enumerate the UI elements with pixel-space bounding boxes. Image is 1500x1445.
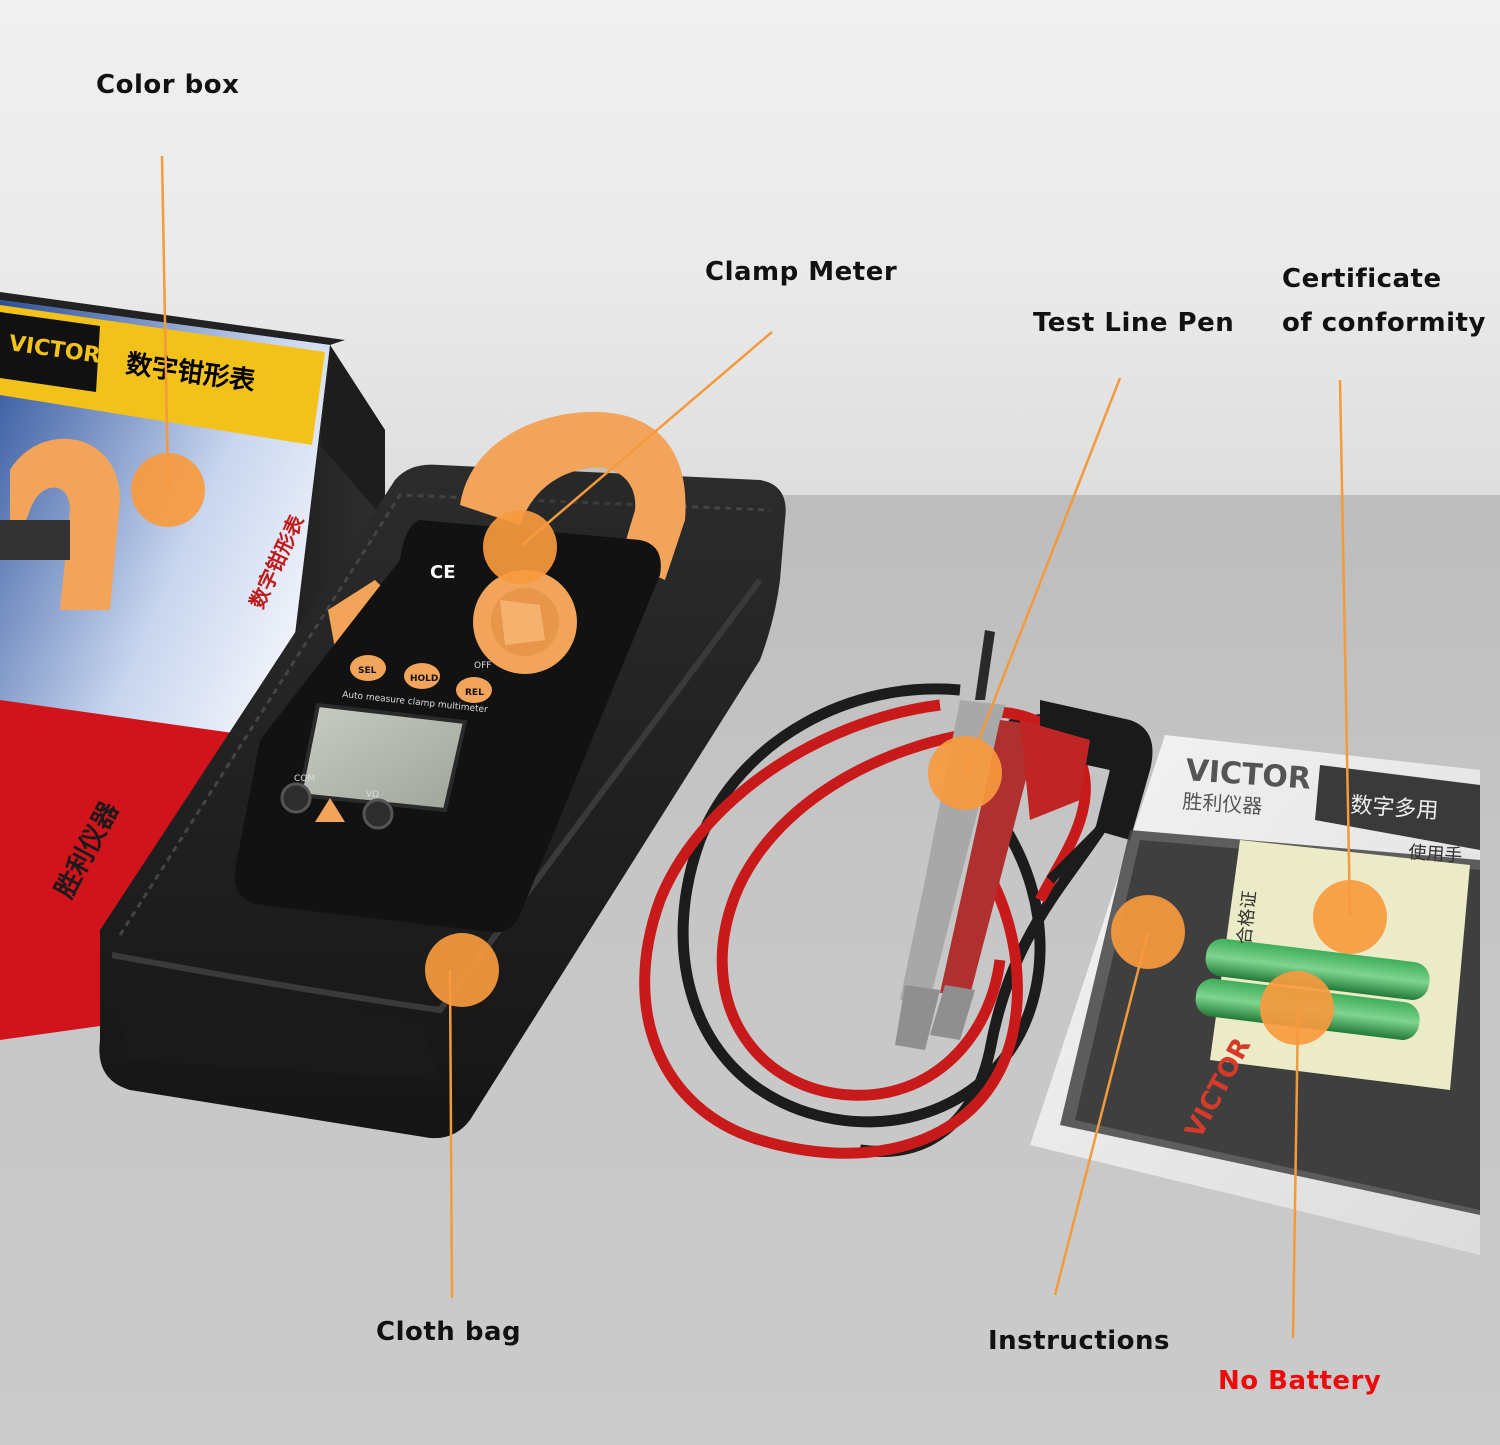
manual-brand-cn: 胜利仪器 [1182,789,1263,819]
meter-button-hold: HOLD [410,674,438,684]
callout-dot-color-box [131,453,205,527]
callout-lines [160,155,1352,1339]
label-certificate-line1: Certificate [1282,264,1442,294]
callout-dots [131,453,1387,1045]
label-certificate-line2: of conformity [1282,308,1486,338]
manual-brand: VICTOR [1184,753,1312,797]
label-cloth-bag: Cloth bag [376,1317,522,1347]
meter-jack-v: VΩ [366,790,379,800]
meter-button-rel: REL [465,688,484,698]
label-color-box: Color box [96,70,240,100]
callout-dot-certificate [1313,880,1387,954]
callout-line-clamp-meter [521,331,773,546]
callout-dot-cloth-bag [425,933,499,1007]
callout-dot-no-battery [1260,971,1334,1045]
label-clamp-meter: Clamp Meter [705,257,898,287]
callout-line-test-line-pen [963,377,1122,776]
label-instructions: Instructions [988,1326,1171,1356]
callout-line-instructions [1053,931,1150,1296]
label-no-battery: No Battery [1218,1366,1382,1396]
callout-line-certificate [1338,379,1352,916]
manual-title: 数字多用 [1350,793,1440,824]
manual-subtitle: 使用手 [1408,842,1463,867]
meter-button-sel: SEL [358,666,377,676]
label-test-line-pen: Test Line Pen [1033,308,1235,338]
callout-line-color-box [160,155,170,489]
callout-dot-instructions [1111,895,1185,969]
callout-line-no-battery [1291,1009,1300,1339]
meter-ce-mark: CE [430,562,456,583]
meter-dial-off: OFF [474,661,491,671]
callout-dot-clamp-meter [483,510,557,584]
meter-jack-com: COM [294,774,315,784]
callout-dot-test-line-pen [928,736,1002,810]
clamp-meter [234,411,686,933]
callout-line-cloth-bag [448,969,454,1299]
